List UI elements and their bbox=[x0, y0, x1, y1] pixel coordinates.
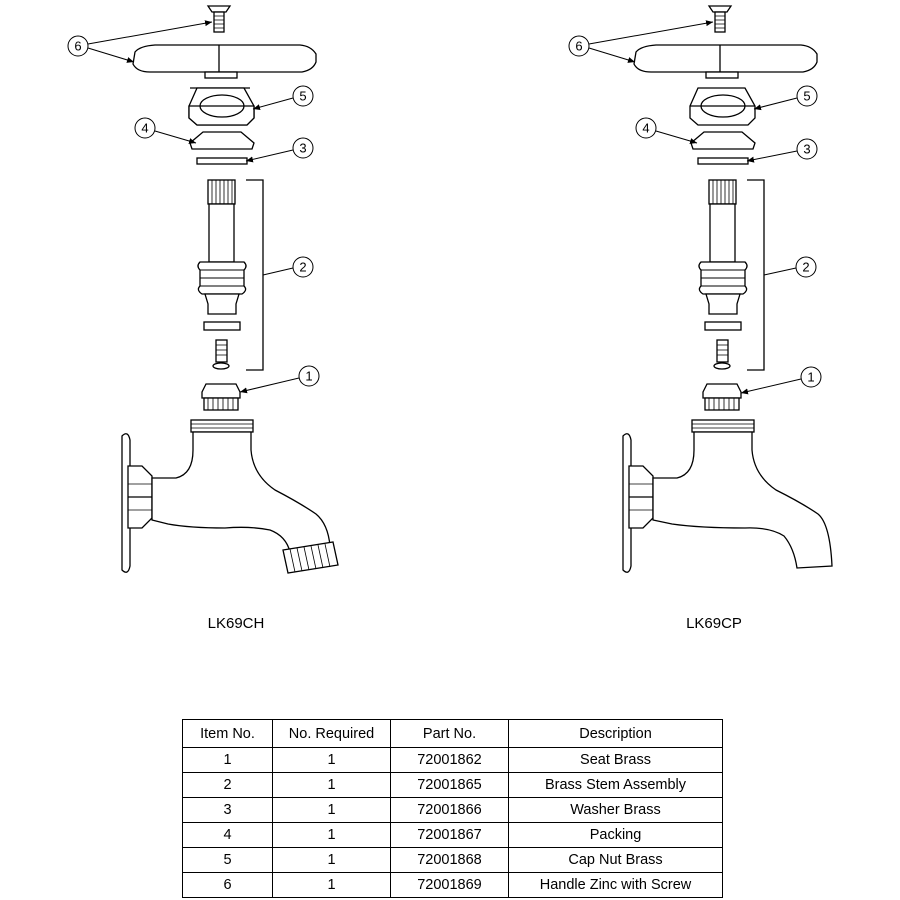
cell-no-required: 1 bbox=[272, 747, 391, 773]
cell-description: Cap Nut Brass bbox=[508, 847, 723, 873]
header-description: Description bbox=[508, 719, 723, 748]
handle-zinc bbox=[132, 44, 317, 79]
faucet-body bbox=[622, 419, 833, 573]
cell-part-no: 72001865 bbox=[390, 772, 509, 798]
table-row: 6 1 72001869 Handle Zinc with Screw bbox=[182, 872, 723, 898]
callout-2-right-label: 2 bbox=[802, 260, 809, 275]
callout-6-right-label: 6 bbox=[575, 39, 582, 54]
cell-part-no: 72001867 bbox=[390, 822, 509, 848]
faucet-body bbox=[121, 419, 339, 574]
callout-2-label: 2 bbox=[299, 260, 306, 275]
callout-1-right-label: 1 bbox=[807, 370, 814, 385]
assembly-lk69cp bbox=[622, 5, 833, 573]
callout-1: 1 bbox=[239, 365, 320, 394]
table-header-row: Item No. No. Required Part No. Descripti… bbox=[182, 719, 723, 748]
callout-4-right-label: 4 bbox=[642, 121, 649, 136]
cell-item-no: 1 bbox=[182, 747, 273, 773]
table-row: 2 1 72001865 Brass Stem Assembly bbox=[182, 772, 723, 798]
model-label-lk69ch: LK69CH bbox=[208, 615, 265, 632]
table-row: 3 1 72001866 Washer Brass bbox=[182, 797, 723, 823]
callout-6-label: 6 bbox=[74, 39, 81, 54]
callout-4-right: 4 bbox=[635, 117, 698, 144]
cell-description: Brass Stem Assembly bbox=[508, 772, 723, 798]
cap-nut-brass bbox=[689, 87, 756, 126]
header-item-no: Item No. bbox=[182, 719, 273, 748]
cell-item-no: 2 bbox=[182, 772, 273, 798]
seat-brass bbox=[702, 383, 742, 411]
cell-part-no: 72001862 bbox=[390, 747, 509, 773]
callout-6: 6 bbox=[67, 20, 213, 63]
washer-brass bbox=[196, 157, 248, 165]
callout-2-right: 2 bbox=[763, 256, 817, 278]
cell-item-no: 6 bbox=[182, 872, 273, 898]
callout-3-label: 3 bbox=[299, 141, 306, 156]
packing bbox=[189, 131, 255, 150]
handle-zinc bbox=[633, 44, 818, 79]
brass-stem-assembly bbox=[197, 179, 247, 370]
cell-no-required: 1 bbox=[272, 797, 391, 823]
cap-nut-brass bbox=[188, 87, 255, 126]
handle-screw bbox=[206, 5, 232, 33]
brass-stem-assembly bbox=[698, 179, 748, 370]
callout-5-right-label: 5 bbox=[803, 89, 810, 104]
cell-no-required: 1 bbox=[272, 847, 391, 873]
callout-1-right: 1 bbox=[740, 366, 822, 395]
callout-4: 4 bbox=[134, 117, 197, 144]
table-row: 1 1 72001862 Seat Brass bbox=[182, 747, 723, 773]
cell-no-required: 1 bbox=[272, 872, 391, 898]
header-no-required: No. Required bbox=[272, 719, 391, 748]
callout-3-right-label: 3 bbox=[803, 142, 810, 157]
callout-4-label: 4 bbox=[141, 121, 148, 136]
callout-1-label: 1 bbox=[305, 369, 312, 384]
cell-description: Packing bbox=[508, 822, 723, 848]
cell-item-no: 5 bbox=[182, 847, 273, 873]
seat-brass bbox=[201, 383, 241, 411]
cell-description: Washer Brass bbox=[508, 797, 723, 823]
cell-no-required: 1 bbox=[272, 772, 391, 798]
exploded-parts-diagram: 6 5 4 3 2 1 bbox=[67, 5, 833, 632]
cell-no-required: 1 bbox=[272, 822, 391, 848]
callout-6-right: 6 bbox=[568, 20, 714, 63]
callout-3: 3 bbox=[245, 137, 314, 163]
cell-part-no: 72001866 bbox=[390, 797, 509, 823]
table-row: 5 1 72001868 Cap Nut Brass bbox=[182, 847, 723, 873]
callout-3-right: 3 bbox=[746, 138, 818, 163]
callout-5-label: 5 bbox=[299, 89, 306, 104]
cell-description: Seat Brass bbox=[508, 747, 723, 773]
table-row: 4 1 72001867 Packing bbox=[182, 822, 723, 848]
header-part-no: Part No. bbox=[390, 719, 509, 748]
cell-part-no: 72001869 bbox=[390, 872, 509, 898]
callout-5-right: 5 bbox=[753, 85, 818, 111]
cell-description: Handle Zinc with Screw bbox=[508, 872, 723, 898]
packing bbox=[690, 131, 756, 150]
parts-table: Item No. No. Required Part No. Descripti… bbox=[182, 719, 723, 898]
cell-part-no: 72001868 bbox=[390, 847, 509, 873]
cell-item-no: 3 bbox=[182, 797, 273, 823]
cell-item-no: 4 bbox=[182, 822, 273, 848]
washer-brass bbox=[697, 157, 749, 165]
handle-screw bbox=[707, 5, 733, 33]
callout-2: 2 bbox=[262, 256, 314, 278]
model-label-lk69cp: LK69CP bbox=[686, 615, 742, 632]
callout-5: 5 bbox=[252, 85, 314, 111]
